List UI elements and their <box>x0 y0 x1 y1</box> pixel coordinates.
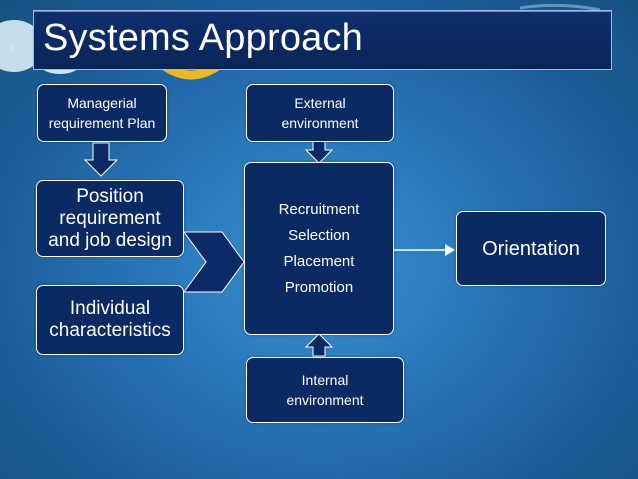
external-line2: environment <box>281 115 359 131</box>
orientation-label: Orientation <box>482 237 580 260</box>
internal-line2: environment <box>286 392 364 408</box>
chevron-arrow <box>183 231 245 293</box>
slide-number: 8 <box>9 44 15 54</box>
internal-environment-box: Internal environment <box>246 357 404 423</box>
position-line3: and job design <box>48 229 172 251</box>
process-recruitment: Recruitment <box>278 200 360 218</box>
internal-line1: Internal <box>301 372 349 388</box>
slide-title: Systems Approach <box>43 17 364 59</box>
individual-line2: characteristics <box>49 320 171 341</box>
position-line1: Position <box>76 185 144 207</box>
arrow-down-managerial <box>83 142 119 177</box>
arrow-up-internal <box>304 333 334 357</box>
position-line2: requirement <box>59 207 161 229</box>
process-selection: Selection <box>288 226 350 244</box>
individual-line1: Individual <box>69 298 151 319</box>
title-bar <box>33 10 612 70</box>
managerial-plan-box: Managerial requirement Plan <box>37 84 167 142</box>
process-promotion: Promotion <box>284 278 354 296</box>
arrow-head-orientation <box>445 244 455 256</box>
process-placement: Placement <box>283 252 355 270</box>
managerial-line2: requirement Plan <box>48 115 156 131</box>
individual-characteristics-box: Individual characteristics <box>36 285 184 355</box>
position-requirement-box: Position requirement and job design <box>36 180 184 257</box>
orientation-box: Orientation <box>456 211 606 286</box>
recruitment-process-box: Recruitment Selection Placement Promotio… <box>244 162 394 335</box>
external-line1: External <box>294 95 346 111</box>
managerial-line1: Managerial <box>67 95 137 111</box>
arrow-down-external <box>304 140 334 164</box>
external-environment-box: External environment <box>246 84 394 142</box>
